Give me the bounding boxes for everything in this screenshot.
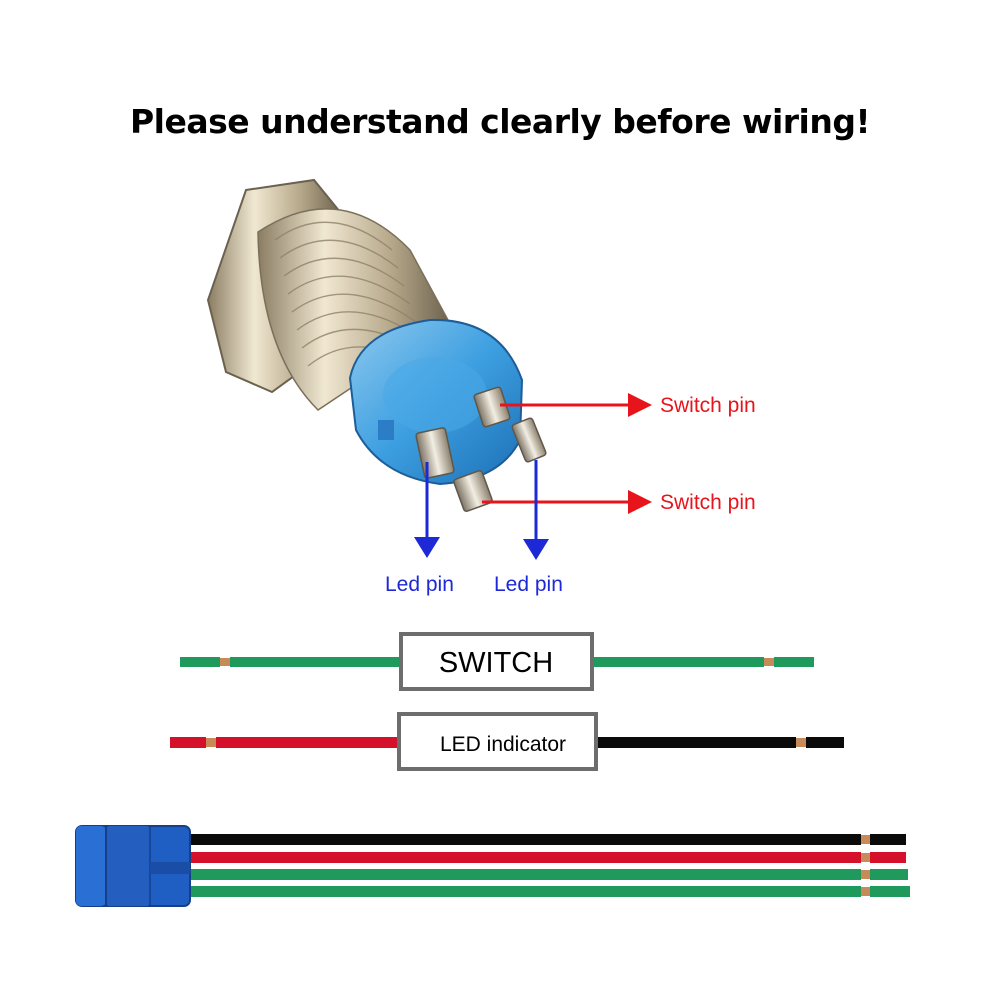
switch-box <box>399 632 594 691</box>
pin-right <box>511 417 547 463</box>
push-button-switch <box>206 178 547 513</box>
pin-top-right <box>473 386 511 428</box>
switch-wire <box>180 657 814 667</box>
connector-harness <box>75 825 910 907</box>
headline: Please understand clearly before wiring! <box>129 102 871 141</box>
led-wire <box>170 737 844 748</box>
led-pin-label-right: Led pin <box>494 573 563 596</box>
switch-box-label: SWITCH <box>439 647 553 679</box>
switch-pin-arrow-top <box>500 393 652 417</box>
led-indicator-box <box>397 712 598 771</box>
switch-pin-label-top: Switch pin <box>660 394 756 417</box>
led-pin-arrow-right <box>523 460 549 560</box>
harness-wires <box>185 834 910 897</box>
switch-pin-arrow-bottom <box>482 490 652 514</box>
blue-connector <box>75 825 191 907</box>
led-indicator-box-label: LED indicator <box>440 733 566 756</box>
led-pin-label-left: Led pin <box>385 573 454 596</box>
switch-pin-label-bottom: Switch pin <box>660 491 756 514</box>
led-pin-arrow-left <box>414 462 440 558</box>
